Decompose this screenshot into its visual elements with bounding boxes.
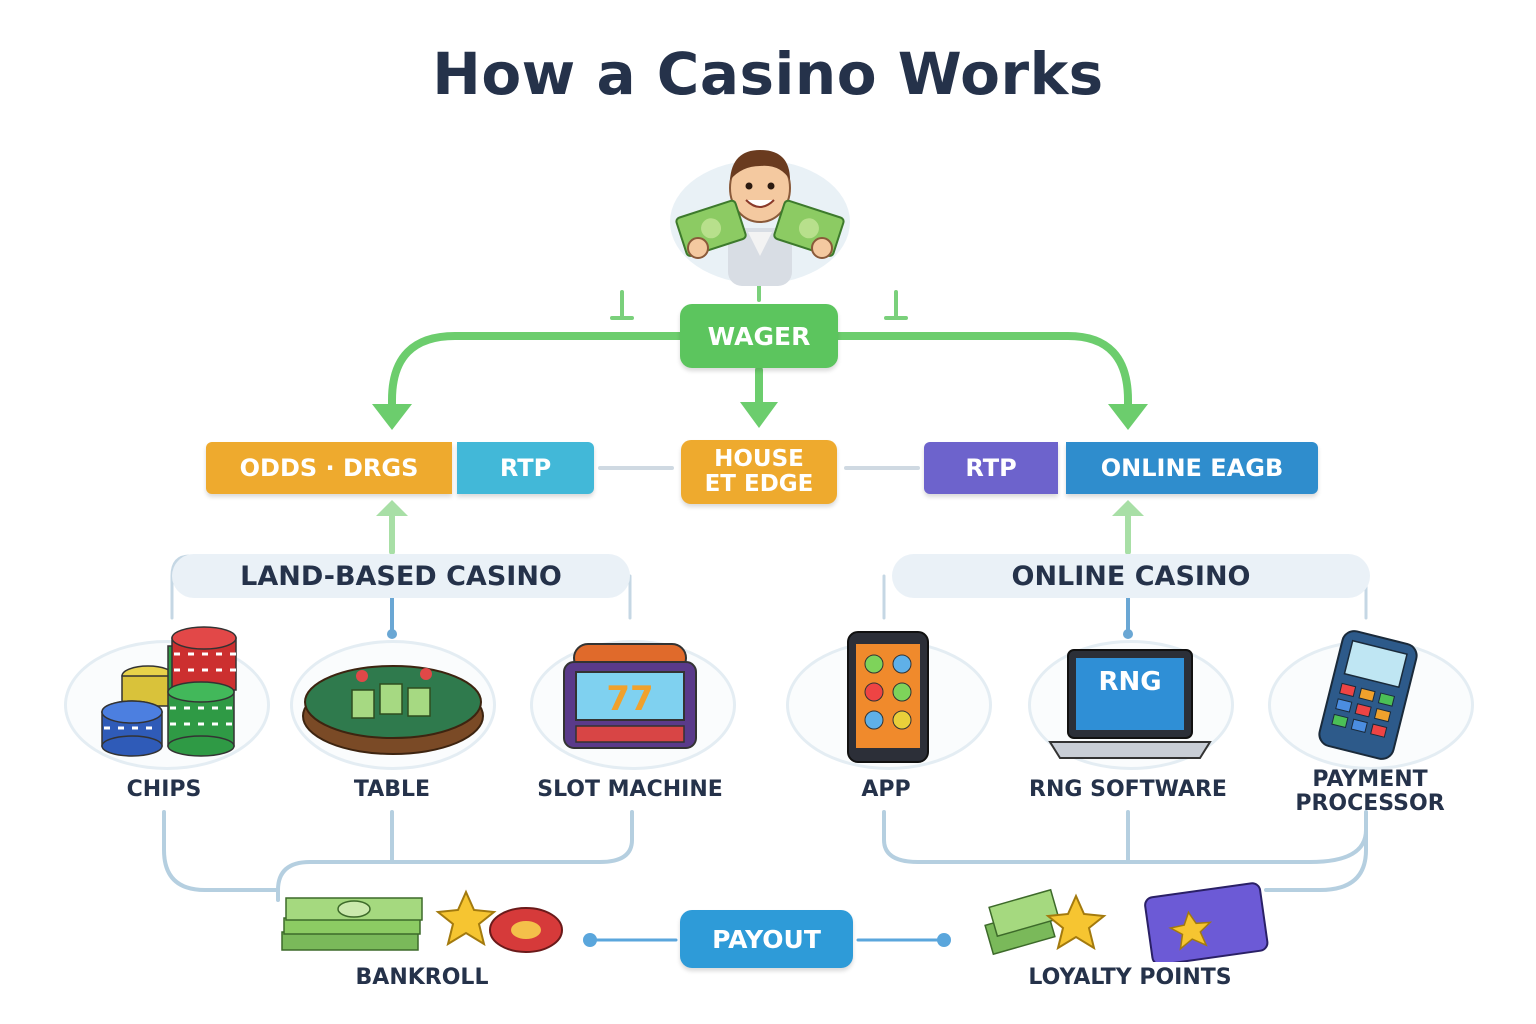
app-label: APP xyxy=(861,777,911,802)
rng-screen-text: RNG xyxy=(1098,667,1161,697)
table-label: TABLE xyxy=(353,777,431,802)
payout-node: PAYOUT xyxy=(680,910,853,968)
slot-machine-icon: 77 xyxy=(563,643,697,749)
wager-node: WAGER xyxy=(680,304,838,368)
bankroll-icon xyxy=(281,889,563,953)
laptop-icon: RNG xyxy=(1048,649,1212,759)
loyalty-points-icon xyxy=(984,882,1269,962)
wager-left-arrow xyxy=(388,332,684,418)
rng-software-label: RNG SOFTWARE xyxy=(1029,777,1227,802)
dealer-with-money-icon xyxy=(670,150,850,286)
chips-label: CHIPS xyxy=(126,777,202,802)
house-edge-line2: ET EDGE xyxy=(704,471,814,497)
payment-label-line1: PAYMENT xyxy=(1312,767,1428,792)
wager-right-arrow xyxy=(834,332,1132,418)
loyalty-points-label: LOYALTY POINTS xyxy=(1028,965,1232,990)
slot-machine-label: SLOT MACHINE xyxy=(537,777,723,802)
house-edge-line1: HOUSE xyxy=(714,446,804,472)
house-edge-node: HOUSE ET EDGE xyxy=(681,440,837,504)
card-terminal-icon xyxy=(1318,630,1418,760)
phone-app-icon xyxy=(847,631,929,763)
payment-processor-label: PAYMENT PROCESSOR xyxy=(1270,768,1470,816)
online-edge-node: ONLINE EAGB xyxy=(1066,442,1318,494)
online-heading: ONLINE CASINO xyxy=(892,554,1370,598)
page-title: How a Casino Works xyxy=(432,40,1104,108)
land-based-heading: LAND-BASED CASINO xyxy=(172,554,630,598)
rtp-land-node: RTP xyxy=(457,442,594,494)
chips-icon xyxy=(101,626,237,757)
payment-label-line2: PROCESSOR xyxy=(1295,791,1445,816)
table-icon xyxy=(302,665,484,755)
svg-text:77: 77 xyxy=(606,679,653,719)
rtp-online-node: RTP xyxy=(924,442,1058,494)
bankroll-label: BANKROLL xyxy=(355,965,489,990)
odds-node: ODDS · DRGS xyxy=(206,442,452,494)
